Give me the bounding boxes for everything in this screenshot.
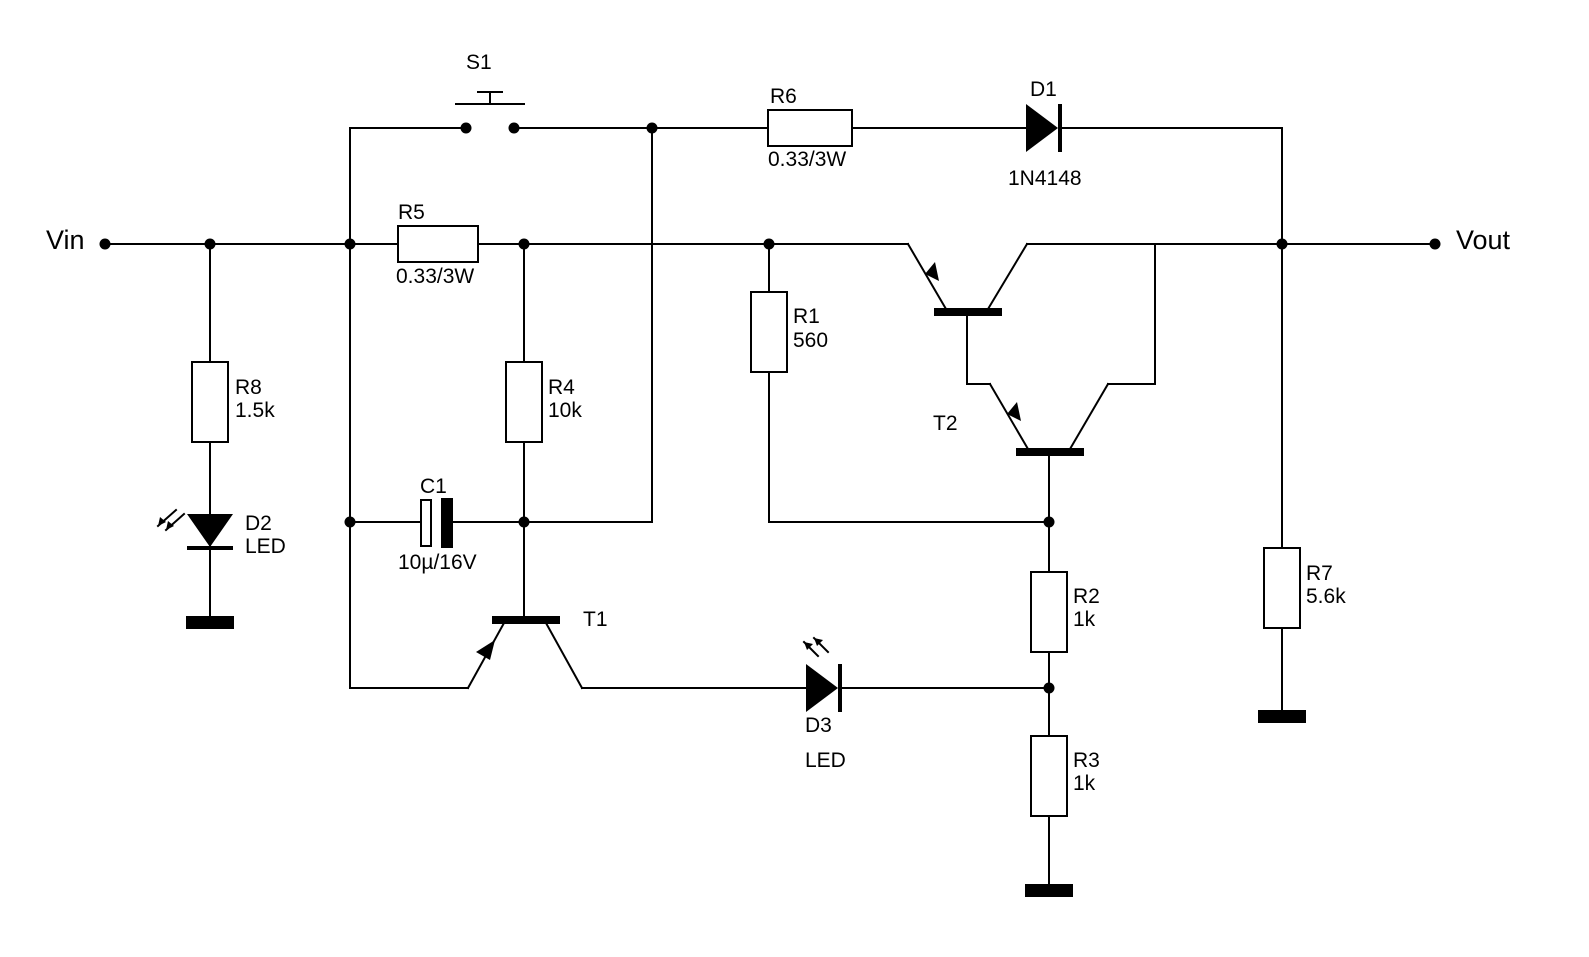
transistor-t2-lower-collector (1068, 382, 1110, 451)
led-d2: D2 LED (156, 508, 286, 558)
transistor-t1-ref: T1 (583, 608, 608, 631)
capacitor-c1: C1 10µ/16V (398, 475, 477, 574)
resistor-r4-ref: R4 (548, 376, 575, 399)
transistor-t2-lower-arrow (1007, 402, 1021, 421)
resistor-r8: R8 1.5k (191, 361, 275, 443)
transistor-t2-upper-emitter (906, 242, 948, 311)
resistor-r3: R3 1k (1030, 735, 1100, 817)
junction (518, 238, 530, 250)
resistor-r6: R6 0.33/3W (767, 85, 853, 171)
led-d2-ref: D2 (245, 512, 272, 535)
terminal-vout-dot[interactable] (1429, 238, 1441, 250)
led-d2-value: LED (245, 535, 286, 558)
resistor-r4-value: 10k (548, 399, 582, 422)
switch-contact-left (460, 122, 472, 134)
terminal-vin-dot[interactable] (99, 238, 111, 250)
switch-actuator (455, 91, 525, 105)
terminal-vin-label: Vin (46, 225, 85, 255)
resistor-r4: R4 10k (505, 361, 582, 443)
junction (204, 238, 216, 250)
resistor-r7: R7 5.6k (1263, 547, 1346, 629)
transistor-t2-lower-base (1016, 448, 1084, 456)
resistor-r6-value: 0.33/3W (768, 148, 846, 171)
junction (1276, 238, 1288, 250)
diode-d1-value: 1N4148 (1008, 167, 1082, 190)
resistor-r5-body (397, 225, 479, 263)
transistor-t1: T1 (466, 608, 608, 690)
resistor-r8-ref: R8 (235, 376, 262, 399)
transistor-t1-base (492, 616, 560, 624)
transistor-t2-upper-base (934, 308, 1002, 316)
wire-r1 (768, 243, 1050, 523)
resistor-r7-body (1263, 547, 1301, 629)
led-d3-emission-arrowheads (804, 638, 823, 650)
resistor-r2-value: 1k (1073, 608, 1096, 631)
resistor-r8-value: 1.5k (235, 399, 275, 422)
transistor-t2-lower-emitter (988, 382, 1030, 451)
led-d3: D3 LED (802, 636, 846, 772)
switch-s1[interactable]: S1 (455, 51, 525, 134)
led-d3-ref: D3 (805, 714, 832, 737)
resistor-r2-ref: R2 (1073, 585, 1100, 608)
ground-r7 (1258, 710, 1306, 723)
resistor-r1: R1 560 (750, 291, 828, 373)
led-d3-value: LED (805, 749, 846, 772)
junction (344, 516, 356, 528)
capacitor-c1-negative-plate (441, 498, 453, 548)
resistor-r3-body (1030, 735, 1068, 817)
resistor-r7-ref: R7 (1306, 562, 1333, 585)
led-d3-cathode (838, 664, 842, 712)
resistor-r5-ref: R5 (398, 201, 425, 224)
wire-left-vertical (349, 243, 469, 689)
switch-s1-ref: S1 (466, 51, 492, 74)
junction (1043, 516, 1055, 528)
diode-d1-triangle (1026, 104, 1058, 152)
resistor-r3-value: 1k (1073, 772, 1096, 795)
resistor-r4-body (505, 361, 543, 443)
junction (646, 122, 658, 134)
resistor-r1-value: 560 (793, 329, 828, 352)
resistor-r3-ref: R3 (1073, 749, 1100, 772)
junction (518, 516, 530, 528)
resistor-r8-body (191, 361, 229, 443)
diode-d1-cathode (1058, 104, 1062, 152)
transistor-t1-arrow (476, 640, 495, 660)
junction (1043, 682, 1055, 694)
wire-t2-internal (966, 243, 1156, 385)
transistor-t1-collector (544, 621, 584, 690)
resistor-r6-body (767, 109, 853, 147)
transistor-t2: T2 (906, 242, 1110, 456)
switch-contact-right (508, 122, 520, 134)
resistor-r7-value: 5.6k (1306, 585, 1346, 608)
ground-r3 (1025, 884, 1073, 897)
resistor-r1-ref: R1 (793, 305, 820, 328)
led-d2-triangle (187, 514, 233, 547)
junctions (99, 122, 1441, 694)
capacitor-c1-value: 10µ/16V (398, 551, 477, 574)
diode-d1: D1 1N4148 (1008, 78, 1082, 190)
transistor-t2-upper-arrow (925, 262, 939, 281)
resistor-r6-ref: R6 (770, 85, 797, 108)
led-d2-emission-arrowheads (158, 517, 174, 530)
resistor-r5: R5 0.33/3W (396, 201, 479, 288)
wire-switch-to-c1 (523, 127, 653, 523)
resistor-r2-body (1030, 571, 1068, 653)
wires (104, 127, 1436, 889)
resistor-r5-value: 0.33/3W (396, 265, 474, 288)
resistor-r1-body (750, 291, 788, 373)
resistor-r2: R2 1k (1030, 571, 1100, 653)
transistor-t2-ref: T2 (933, 412, 958, 435)
capacitor-c1-ref: C1 (420, 475, 447, 498)
junction (763, 238, 775, 250)
ground-d2 (186, 616, 234, 629)
led-d2-cathode (187, 546, 233, 550)
capacitor-c1-positive-plate (420, 499, 432, 547)
diode-d1-ref: D1 (1030, 78, 1057, 101)
transistor-t2-upper-collector (986, 242, 1029, 311)
junction (344, 238, 356, 250)
terminal-vout-label: Vout (1456, 225, 1511, 255)
led-d3-triangle (806, 664, 838, 712)
